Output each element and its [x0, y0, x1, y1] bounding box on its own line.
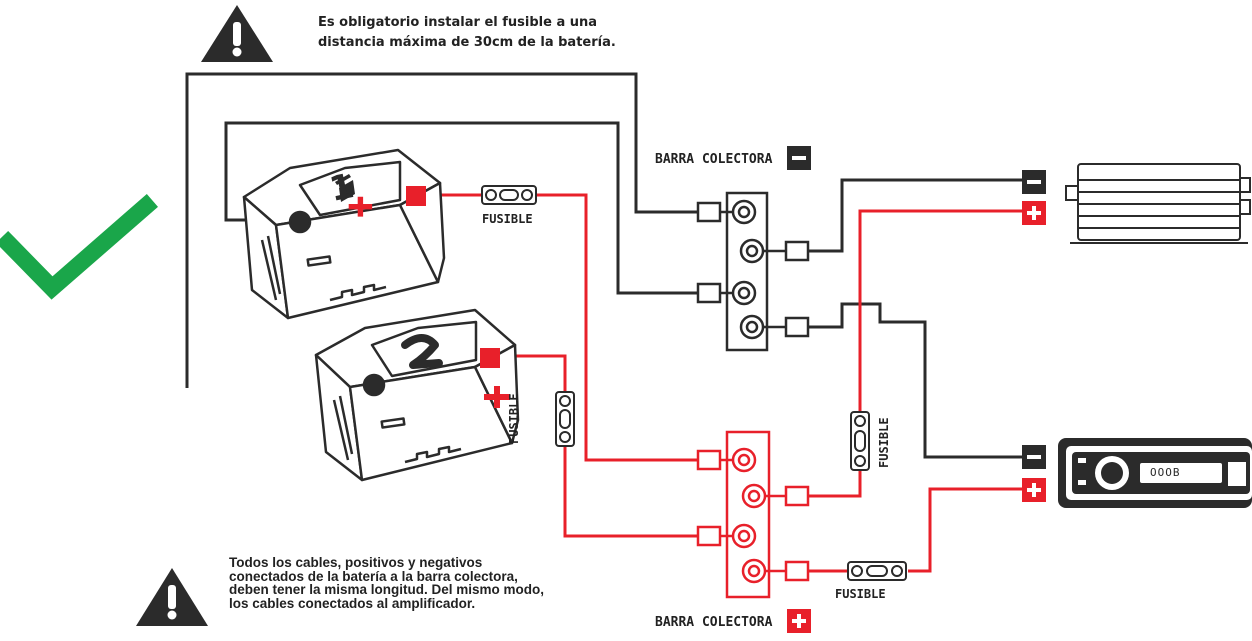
warning-icon	[136, 568, 208, 626]
positive-cable	[563, 446, 698, 538]
battery-1	[242, 148, 446, 320]
positive-bus-bar-label: BARRA COLECTORA	[655, 615, 773, 630]
warning-icon	[201, 5, 273, 62]
minus-icon	[787, 146, 811, 170]
battery-2	[314, 308, 520, 482]
fuse-2	[847, 561, 907, 581]
negative-bus-bar-label: BARRA COLECTORA	[655, 152, 773, 167]
head-unit	[1058, 438, 1252, 508]
head-unit-display: OOOB	[1150, 466, 1181, 479]
fuse-label: FUSIBLE	[482, 212, 533, 226]
positive-cable	[808, 470, 862, 498]
plus-icon	[1022, 478, 1046, 502]
negative-cable	[808, 178, 1022, 253]
negative-cable	[185, 72, 698, 388]
fuse-4	[850, 411, 870, 471]
plus-icon	[1022, 201, 1046, 225]
fuse-label: FUSIBLE	[507, 393, 521, 444]
negative-cable	[224, 121, 698, 295]
check-icon	[0, 194, 158, 300]
warning-note-cable-length: Todos los cables, positivos y negativos …	[229, 555, 545, 611]
positive-cable	[536, 193, 698, 462]
minus-icon	[1022, 445, 1046, 469]
positive-cable	[500, 354, 567, 392]
minus-icon	[1022, 170, 1046, 194]
positive-cable	[908, 487, 1022, 573]
plus-icon	[787, 609, 811, 633]
positive-cable	[858, 209, 1022, 412]
negative-cable	[808, 302, 1022, 459]
fuse-label: FUSIBLE	[835, 587, 886, 601]
negative-bus-bar	[696, 191, 810, 352]
fuse-1	[481, 185, 537, 205]
amplifier	[1065, 163, 1251, 244]
fuse-label: FUSIBLE	[877, 417, 891, 468]
warning-note-fuse-distance: Es obligatorio instalar el fusible a una…	[318, 15, 616, 50]
positive-bus-bar	[696, 430, 810, 599]
fuse-3	[555, 391, 575, 447]
